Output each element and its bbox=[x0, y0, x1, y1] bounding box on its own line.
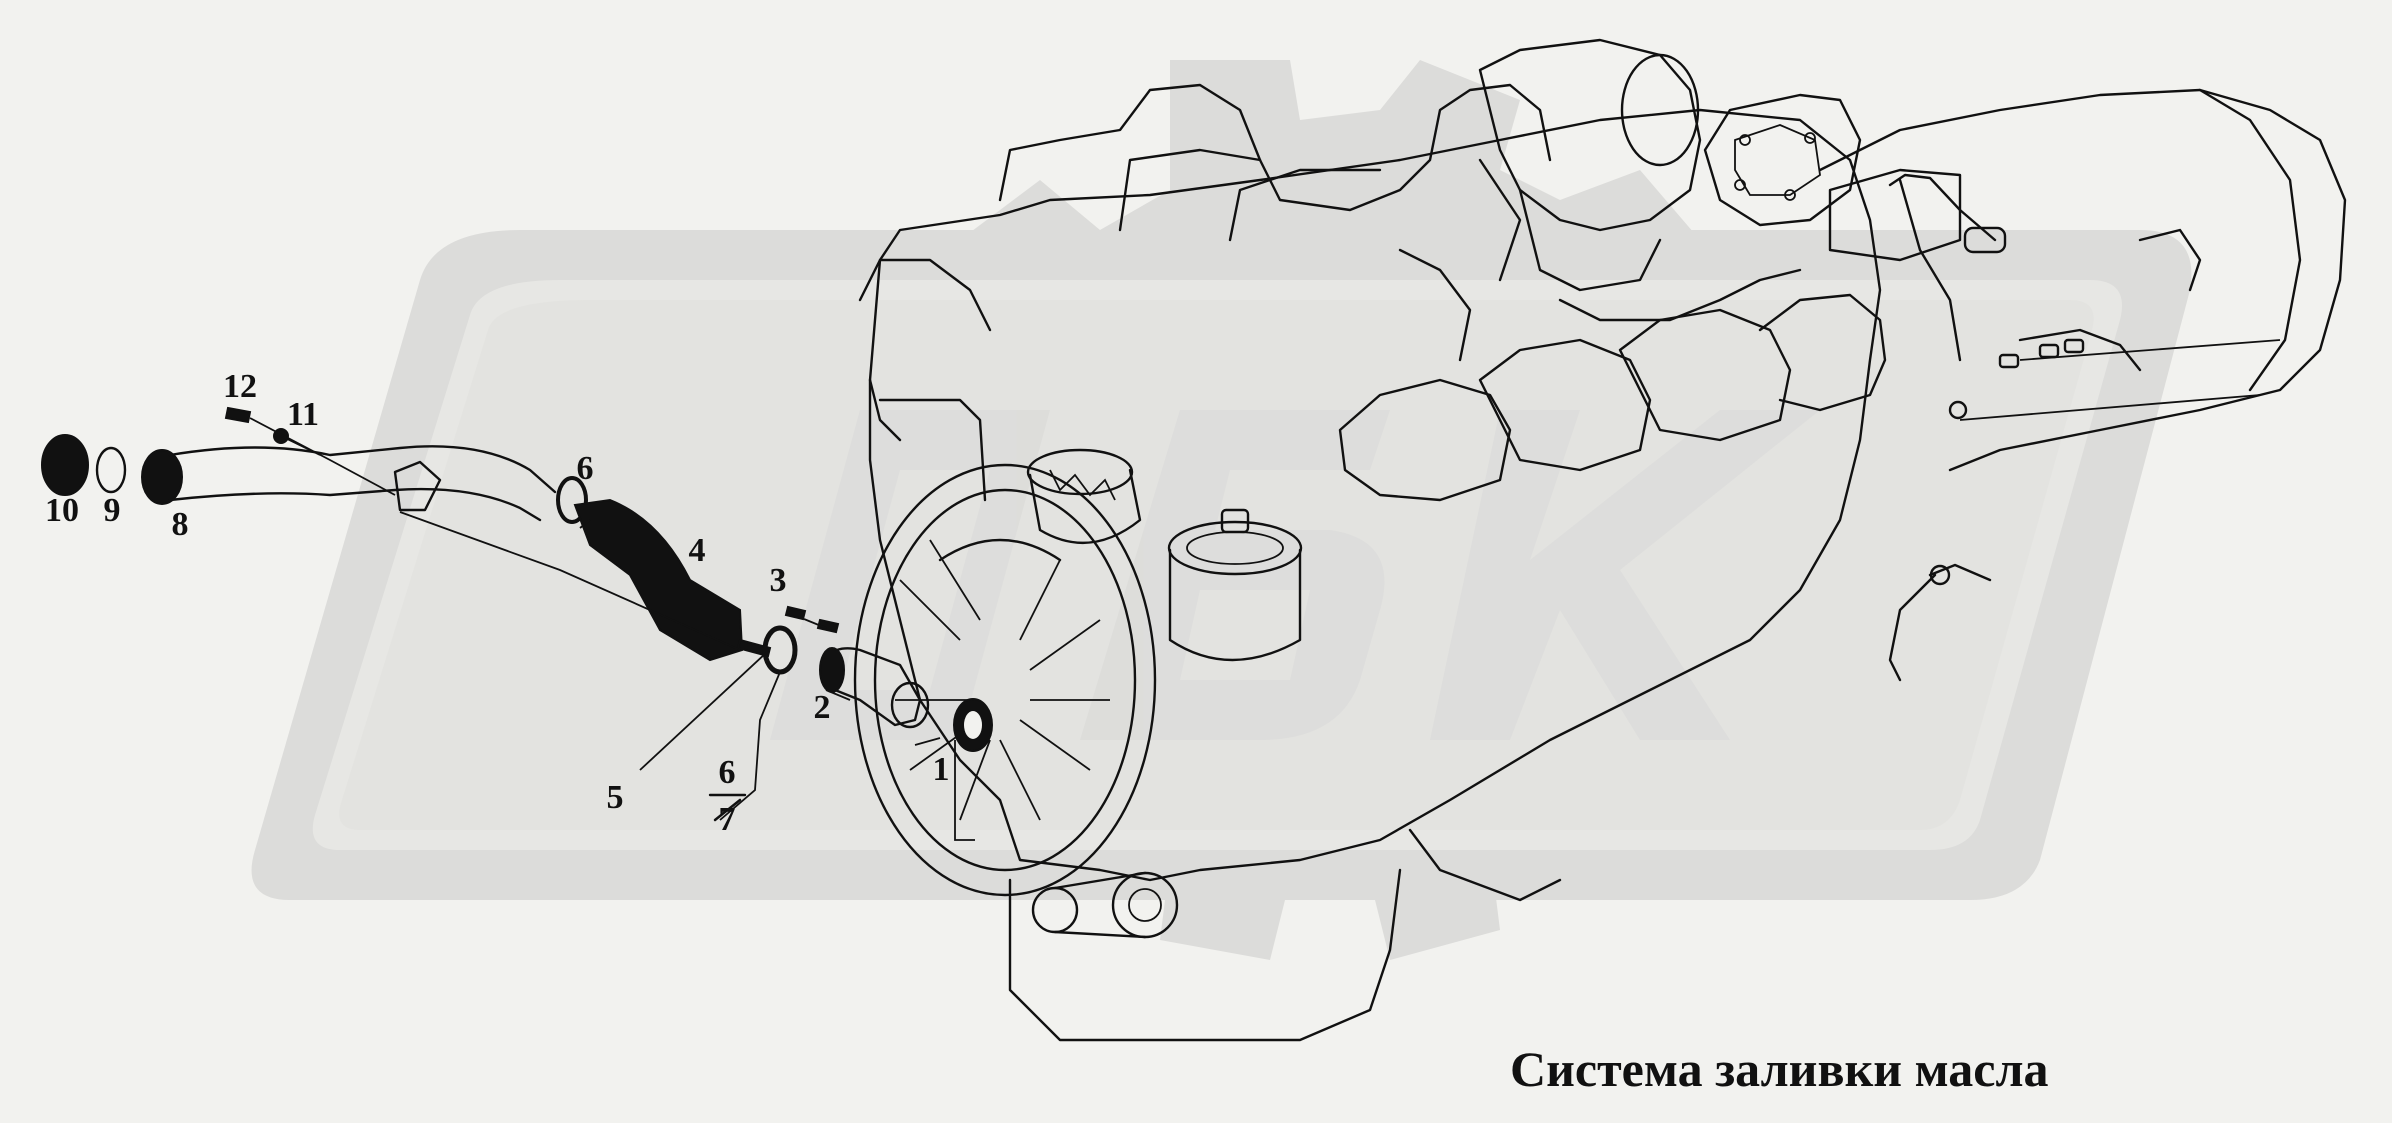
callout-3: 3 bbox=[770, 562, 787, 599]
callout-9: 9 bbox=[104, 492, 121, 529]
part-10-cap bbox=[41, 434, 89, 496]
diagram-caption: Система заливки масла bbox=[1510, 1041, 2049, 1097]
callout-1: 1 bbox=[933, 751, 950, 788]
part-6-clamp-upper bbox=[556, 476, 588, 524]
filler-parts bbox=[41, 406, 993, 752]
leader-lines bbox=[249, 417, 975, 841]
callout-6-upper: 6 bbox=[577, 450, 594, 487]
filler-tube bbox=[168, 445, 557, 494]
callout-8: 8 bbox=[172, 506, 189, 543]
callout-2: 2 bbox=[814, 689, 831, 726]
callouts: 12 11 10 9 8 6 4 3 2 1 5 6 7 bbox=[45, 368, 950, 838]
watermark bbox=[251, 60, 2192, 960]
callout-11: 11 bbox=[287, 396, 319, 433]
callout-7: 7 bbox=[719, 801, 736, 838]
part-12-bolt bbox=[224, 406, 252, 424]
part-9-ring bbox=[95, 446, 127, 494]
engine-outline bbox=[853, 38, 2347, 1042]
callout-10: 10 bbox=[45, 492, 79, 529]
callout-5: 5 bbox=[607, 779, 624, 816]
part-8-neck bbox=[141, 449, 183, 505]
callout-12: 12 bbox=[223, 368, 257, 405]
callout-4: 4 bbox=[689, 532, 706, 569]
callout-6-lower: 6 bbox=[719, 754, 736, 791]
part-4-hose bbox=[573, 498, 744, 662]
part-3-bolt-a bbox=[784, 605, 807, 621]
